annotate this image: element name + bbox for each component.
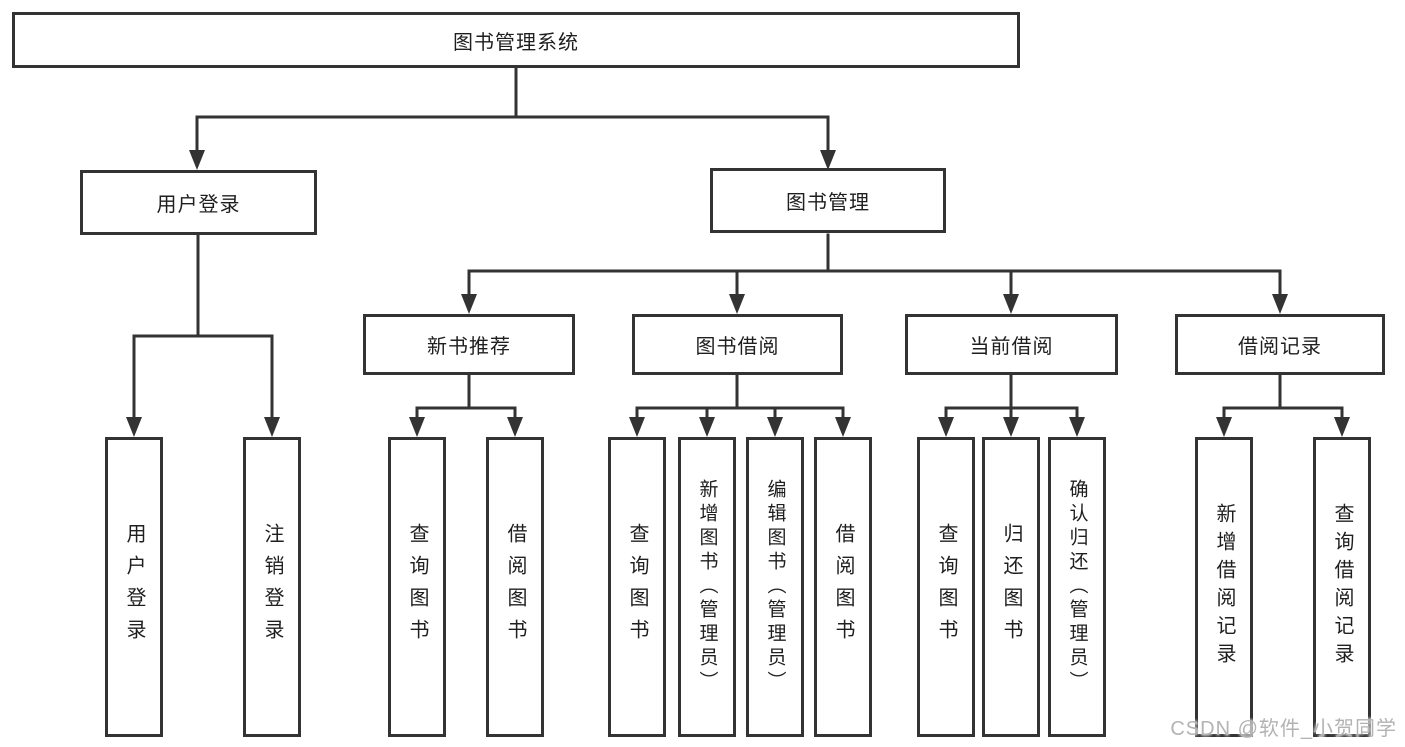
leaf-label: 查询借阅记录 [1331,503,1353,671]
node-current-borrow: 当前借阅 [905,314,1118,375]
leaf-current-return-books: 归还图书 [982,437,1040,737]
leaf-label: 用户登录 [123,523,145,651]
leaf-borrow-borrow-books: 借阅图书 [814,437,872,737]
leaf-recommend-query-books: 查询图书 [388,437,446,737]
node-new-book-recommend: 新书推荐 [363,314,575,375]
leaf-borrow-query-books: 查询图书 [608,437,666,737]
leaf-label: 归还图书 [1000,523,1022,651]
leaf-label: 新增借阅记录 [1213,503,1235,671]
leaf-borrow-edit-books-admin: 编辑图书（管理员） [746,437,804,737]
node-label: 当前借阅 [969,336,1054,358]
leaf-records-query-record: 查询借阅记录 [1313,437,1371,737]
leaf-label: 新增图书（管理员） [696,479,718,695]
leaf-current-confirm-return-admin: 确认归还（管理员） [1048,437,1106,737]
leaf-label: 查询图书 [626,523,648,651]
node-borrow-records: 借阅记录 [1175,314,1385,375]
leaf-label: 查询图书 [935,523,957,651]
node-library-management-system: 图书管理系统 [12,12,1020,68]
node-book-management-branch: 图书管理 [710,168,946,233]
leaf-label: 编辑图书（管理员） [764,479,786,695]
leaf-borrow-add-books-admin: 新增图书（管理员） [678,437,736,737]
leaf-label: 借阅图书 [504,523,526,651]
leaf-label: 借阅图书 [832,523,854,651]
node-label: 图书管理 [786,192,870,214]
leaf-label: 确认归还（管理员） [1066,479,1088,695]
leaf-logout: 注销登录 [243,437,301,737]
node-label: 用户登录 [156,194,241,216]
leaf-recommend-borrow-books: 借阅图书 [486,437,544,737]
node-book-borrow: 图书借阅 [632,314,843,375]
node-label: 新书推荐 [427,336,511,358]
leaf-user-login: 用户登录 [105,437,163,737]
csdn-watermark: CSDN @软件_小贺同学 [1170,718,1397,740]
node-label: 图书管理系统 [453,31,579,54]
leaf-current-query-books: 查询图书 [917,437,975,737]
node-user-login-branch: 用户登录 [80,170,317,235]
leaf-label: 查询图书 [406,523,428,651]
node-label: 图书借阅 [695,336,780,358]
leaf-label: 注销登录 [261,523,283,651]
leaf-records-add-record: 新增借阅记录 [1195,437,1253,737]
node-label: 借阅记录 [1238,336,1322,358]
